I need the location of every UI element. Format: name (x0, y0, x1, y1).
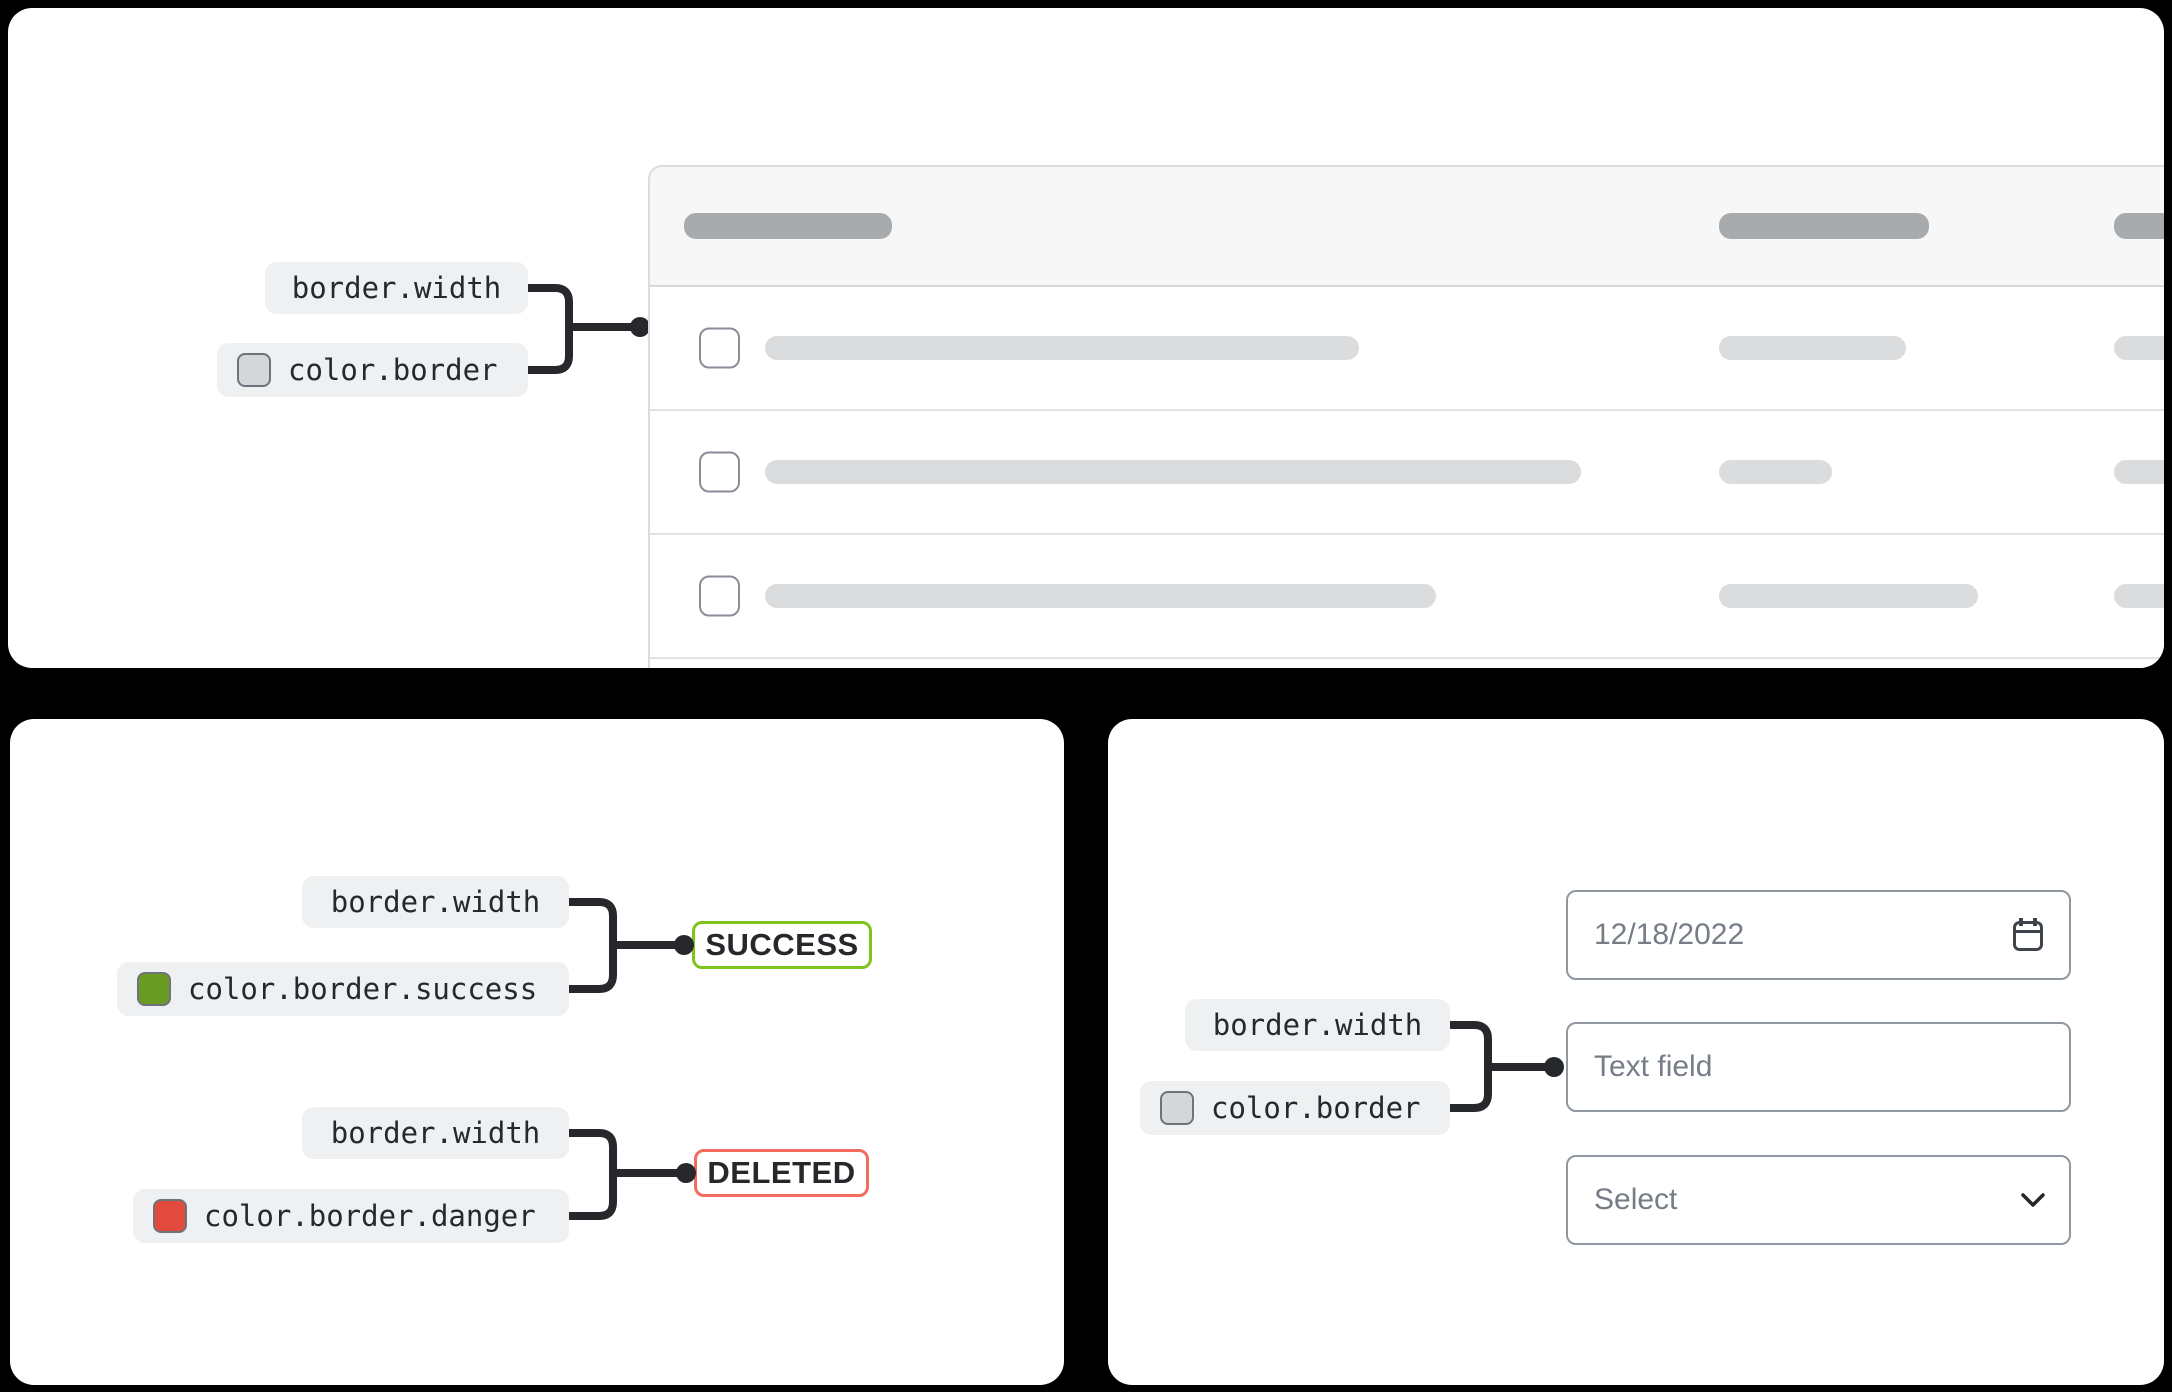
pointer-dot-icon (630, 317, 650, 337)
table-row (650, 411, 2164, 535)
cell-skeleton-text (765, 336, 1359, 360)
cell-skeleton-text (1719, 584, 1978, 608)
date-value: 12/18/2022 (1594, 918, 1745, 951)
table-example-card: border.width color.border (8, 8, 2164, 668)
token-label-text: border.width (1212, 1008, 1423, 1042)
form-example-card: border.width color.border 12/18/2022 (1108, 719, 2164, 1385)
token-label-text: border.width (330, 885, 541, 919)
header-skeleton-text (684, 213, 892, 239)
cell-skeleton-text (2114, 336, 2164, 360)
date-input[interactable]: 12/18/2022 (1566, 890, 2071, 980)
cell-skeleton-text (765, 460, 1581, 484)
deleted-badge: DELETED (694, 1149, 869, 1197)
token-label-text: color.border (1211, 1091, 1421, 1125)
success-swatch-icon (137, 972, 171, 1006)
cell-skeleton-text (1719, 336, 1906, 360)
success-badge: SUCCESS (692, 921, 872, 969)
cell-skeleton-text (765, 584, 1436, 608)
calendar-icon[interactable] (2011, 917, 2045, 953)
select-value: Select (1594, 1183, 1678, 1216)
gray-swatch-icon (1160, 1091, 1194, 1125)
danger-swatch-icon (153, 1199, 187, 1233)
token-label-color-border: color.border (217, 343, 528, 397)
row-checkbox[interactable] (699, 327, 740, 369)
table-header-row (650, 167, 2164, 287)
gray-swatch-icon (237, 353, 271, 387)
badge-example-card: border.width color.border.success SUCCES… (10, 719, 1064, 1385)
header-skeleton-text (2114, 213, 2164, 239)
pointer-dot-icon (1544, 1057, 1564, 1077)
cell-skeleton-text (1719, 460, 1832, 484)
row-checkbox[interactable] (699, 451, 740, 493)
text-input[interactable]: Text field (1566, 1022, 2071, 1112)
token-label-border-width: border.width (1185, 999, 1450, 1051)
cell-skeleton-text (2114, 460, 2164, 484)
pointer-dot-icon (676, 1163, 696, 1183)
token-label-text: color.border (288, 353, 498, 387)
token-label-color-border-success: color.border.success (117, 962, 569, 1016)
table-row (650, 659, 2164, 668)
skeleton-table (648, 165, 2164, 668)
cell-skeleton-text (2114, 584, 2164, 608)
token-label-text: color.border.success (188, 972, 538, 1006)
token-label-border-width: border.width (302, 1107, 569, 1159)
select-input[interactable]: Select (1566, 1155, 2071, 1245)
annotation-connector (569, 898, 696, 1220)
text-input-placeholder: Text field (1594, 1050, 1713, 1083)
token-label-text: border.width (291, 271, 502, 305)
table-row (650, 535, 2164, 659)
token-label-text: color.border.danger (204, 1199, 536, 1233)
header-skeleton-text (1719, 213, 1929, 239)
token-label-border-width: border.width (265, 262, 528, 314)
pointer-dot-icon (674, 935, 694, 955)
table-row (650, 287, 2164, 411)
token-label-color-border-danger: color.border.danger (133, 1189, 569, 1243)
row-checkbox[interactable] (699, 575, 740, 617)
token-label-text: border.width (330, 1116, 541, 1150)
chevron-down-icon (2021, 1193, 2045, 1207)
token-label-color-border: color.border (1140, 1081, 1450, 1135)
token-label-border-width: border.width (302, 876, 569, 928)
